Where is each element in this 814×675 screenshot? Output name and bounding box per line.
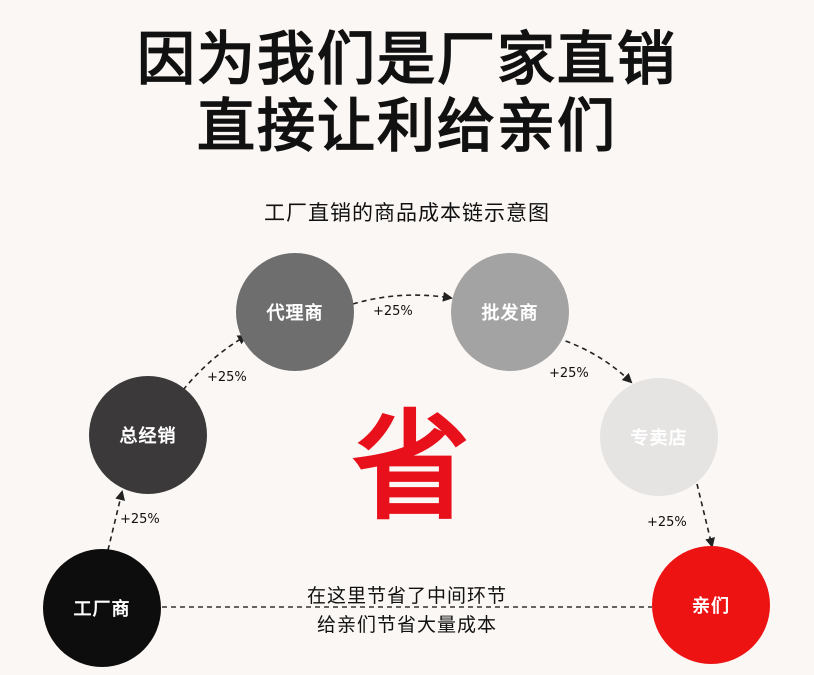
node-customer: 亲们 [652, 546, 770, 664]
node-factory: 工厂商 [43, 549, 161, 667]
headline-line-1: 因为我们是厂家直销 [136, 25, 677, 93]
markup-label: +25% [647, 515, 687, 530]
arrow-agent-to-wholesaler [352, 291, 453, 305]
node-agent: 代理商 [236, 253, 354, 371]
node-wholesaler-label: 批发商 [481, 303, 539, 324]
headline-line-2: 直接让利给亲们 [196, 92, 617, 160]
arrow-store-to-customer [696, 483, 715, 548]
markup-label: +25% [373, 304, 413, 319]
markup-label: +25% [549, 366, 589, 381]
node-distributor-label: 总经销 [119, 426, 177, 447]
diagram-subtitle: 工厂直销的商品成本链示意图 [264, 201, 550, 225]
node-distributor: 总经销 [89, 376, 207, 494]
save-character: 省 [351, 398, 470, 536]
markup-label: +25% [120, 512, 160, 527]
markup-label: +25% [207, 370, 247, 385]
node-store: 专卖店 [600, 378, 718, 496]
arrow-distributor-to-agent [182, 335, 248, 391]
node-customer-label: 亲们 [692, 596, 730, 617]
node-agent-label: 代理商 [266, 303, 324, 324]
note-line-1: 在这里节省了中间环节 [306, 585, 507, 607]
note-line-2: 给亲们节省大量成本 [316, 614, 497, 636]
node-factory-label: 工厂商 [73, 599, 131, 620]
arrow-factory-to-distributor [107, 490, 125, 551]
node-store-label: 专卖店 [630, 428, 688, 449]
node-wholesaler: 批发商 [451, 253, 569, 371]
